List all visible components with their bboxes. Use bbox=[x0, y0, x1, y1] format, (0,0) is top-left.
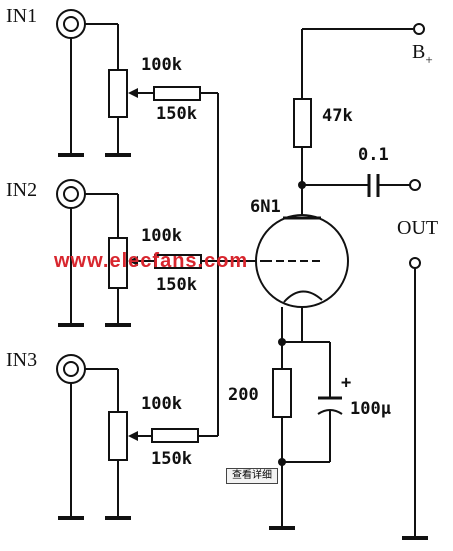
mix-resistor-in3 bbox=[151, 428, 218, 443]
label-electrolytic-plus: + bbox=[341, 373, 351, 393]
label-pot-in3: 100k bbox=[141, 394, 182, 414]
output-terminal bbox=[402, 257, 428, 540]
input-jack-in2 bbox=[56, 179, 119, 327]
input-jack-in1 bbox=[56, 9, 119, 157]
label-anode-resistor: 47k bbox=[322, 106, 353, 126]
label-tube: 6N1 bbox=[250, 197, 281, 217]
label-in3: IN3 bbox=[6, 349, 37, 371]
label-pot-in2: 100k bbox=[141, 226, 182, 246]
watermark: www.elecfans.com bbox=[53, 250, 248, 272]
label-in1: IN1 bbox=[6, 5, 37, 27]
label-output: OUT bbox=[397, 217, 438, 239]
mix-resistor-in1 bbox=[153, 86, 218, 101]
pot-in2 bbox=[105, 237, 155, 327]
supply-wire bbox=[301, 23, 425, 99]
label-cathode-resistor: 200 bbox=[228, 385, 259, 405]
mix-resistor-in2 bbox=[154, 254, 218, 269]
coupling-capacitor bbox=[302, 174, 421, 197]
label-coupling-capacitor: 0.1 bbox=[358, 145, 389, 165]
label-pot-in1: 100k bbox=[141, 55, 182, 75]
label-mix-in2: 150k bbox=[156, 275, 197, 295]
label-mix-in1: 150k bbox=[156, 104, 197, 124]
label-cathode-capacitor: 100μ bbox=[350, 399, 391, 419]
pot-in3 bbox=[105, 411, 152, 520]
anode-resistor bbox=[293, 98, 312, 218]
view-details-button[interactable]: 查看详细 bbox=[226, 468, 278, 484]
mix-bus-wire bbox=[217, 93, 260, 436]
input-jack-in3 bbox=[56, 354, 119, 520]
label-supply: B+ bbox=[412, 41, 433, 67]
label-in2: IN2 bbox=[6, 179, 37, 201]
cathode-network bbox=[269, 307, 343, 530]
label-mix-in3: 150k bbox=[151, 449, 192, 469]
pot-in1 bbox=[105, 69, 154, 157]
tube-6n1 bbox=[255, 214, 349, 342]
